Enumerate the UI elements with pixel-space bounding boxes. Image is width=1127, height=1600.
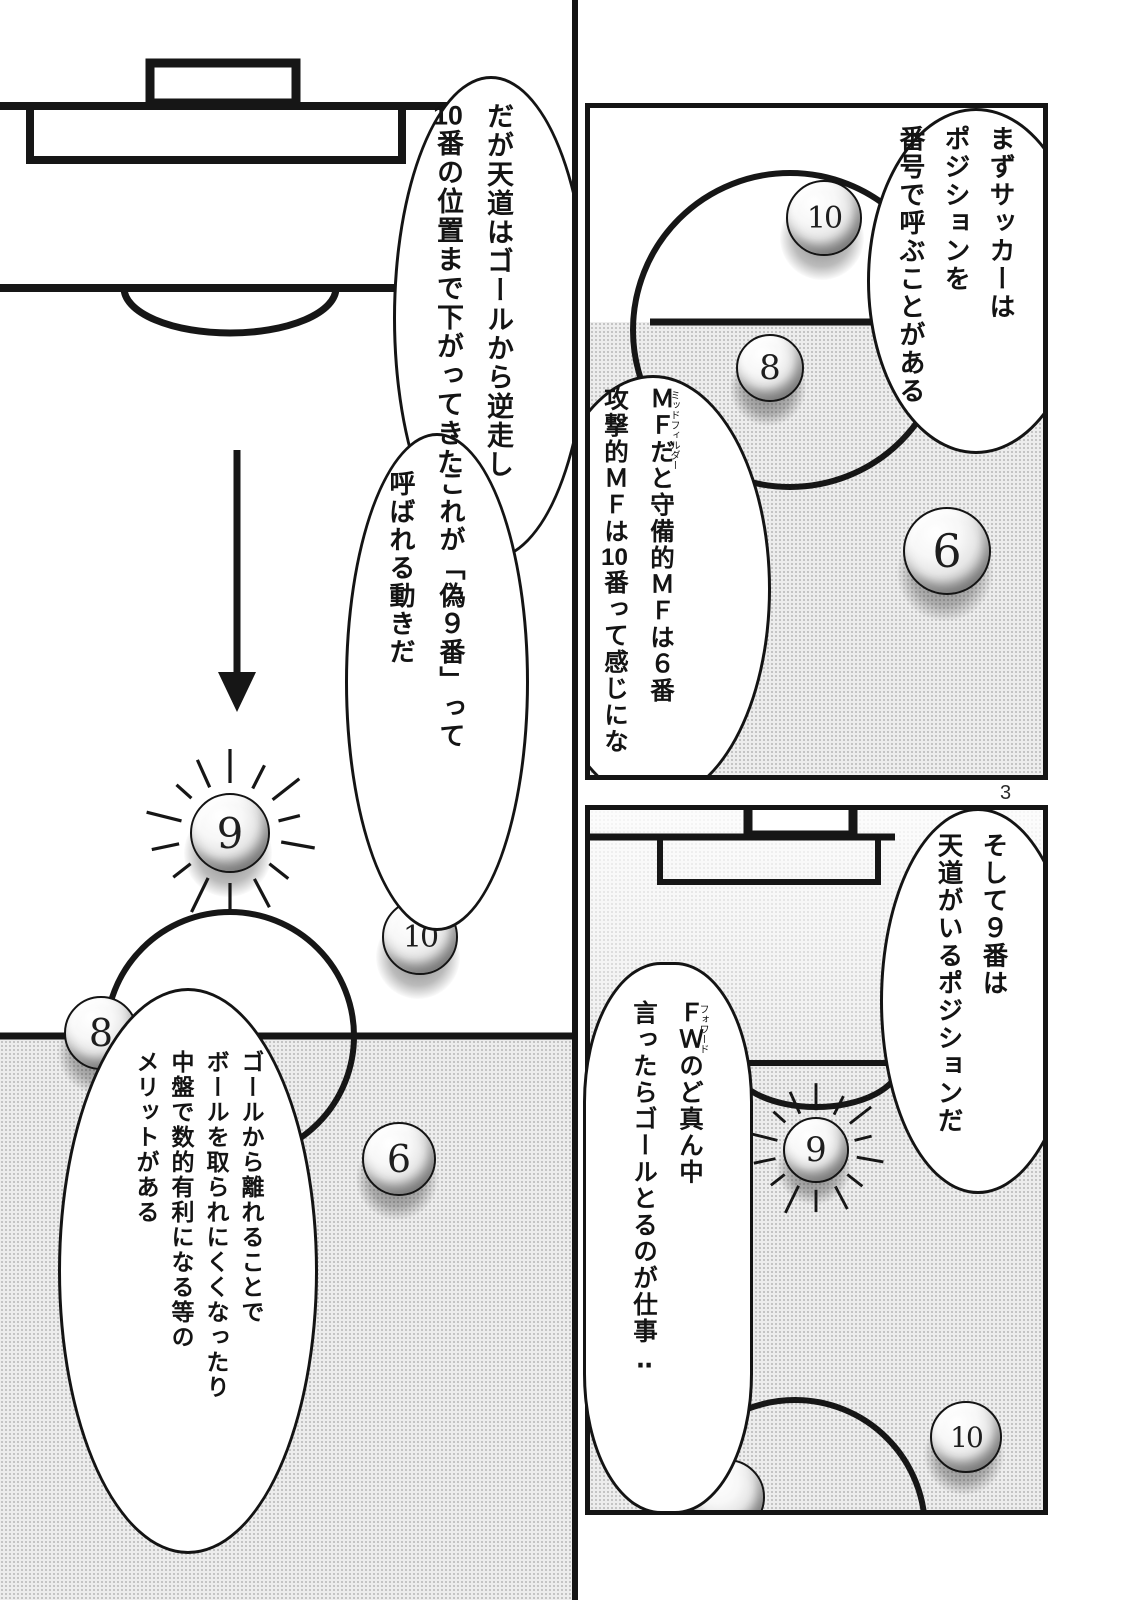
- soccer-field-diagram: [0, 58, 572, 1163]
- ball-number: 10: [950, 1420, 984, 1454]
- speech-text: そして９番は 天道がいるポジションだ: [915, 832, 1015, 1192]
- player-ball-8: 8: [736, 334, 804, 402]
- vertical-text-column: そして９番は: [979, 832, 1007, 997]
- vertical-text-column: 中盤で数的有利になる等の: [168, 1050, 194, 1350]
- goal-icon: [743, 810, 858, 840]
- ball-number: 6: [932, 524, 962, 578]
- vertical-text-column: 天道がいるポジションだ: [934, 832, 962, 1135]
- panel-left: 9 10 8 6 だが天道はゴールから逆走し 10番の位置まで下がってきた これ…: [0, 58, 572, 1600]
- vertical-text-column: ゴールから離れることで: [238, 1050, 264, 1325]
- speech-text: ＭＦだと守備的ＭＦは６番ミッドフィルダー 攻撃的ＭＦは10番って感じにな: [590, 386, 683, 761]
- vertical-text-column: 呼ばれる動きだ: [386, 470, 416, 666]
- vertical-text-column: ＭＦだと守備的ＭＦは６番ミッドフィルダー: [637, 386, 683, 761]
- speech-text: ゴールから離れることで ボールを取られにくくなったり 中盤で数的有利になる等の …: [100, 1050, 268, 1530]
- ball-number: 9: [805, 1130, 827, 1170]
- vertical-text-column: 10番の位置まで下がってきた: [433, 102, 463, 477]
- center-circle: [663, 1397, 927, 1510]
- vertical-text-column: 攻撃的ＭＦは10番って感じにな: [601, 386, 628, 755]
- speech-bubble: [58, 988, 318, 1554]
- vertical-text-column: だが天道はゴールから逆走し: [483, 102, 513, 479]
- down-arrow-head-icon: [218, 672, 256, 712]
- ball-number: 10: [806, 200, 843, 236]
- tatechuyoko-number: 10: [433, 102, 463, 129]
- goal-icon: [145, 58, 301, 108]
- sparkle-rays-icon: [749, 1083, 884, 1214]
- goal-area-box: [26, 102, 406, 164]
- goal-area-box: [657, 834, 881, 885]
- speech-bubble: [345, 433, 529, 931]
- vertical-text-column: ボールを取られにくくなったり: [203, 1050, 229, 1400]
- vertical-text-column: ＦＷのど真ん中フォワード: [666, 1000, 712, 1470]
- vertical-text-column: ポジションを: [941, 125, 971, 293]
- page-number: 3: [1000, 782, 1012, 804]
- vertical-text-column: メリットがある: [133, 1050, 159, 1225]
- panel-top-right: 10 8 6 まずサッカーは ポジションを 番号で呼ぶことがある ＭＦだと守備的…: [585, 103, 1048, 780]
- panel-divider-line: [572, 0, 578, 1600]
- furigana-label: フォワード: [697, 1004, 708, 1054]
- player-ball-6: 6: [903, 507, 991, 595]
- tatechuyoko-number: 10: [601, 545, 628, 570]
- ball-number: 9: [216, 808, 244, 858]
- player-ball-6: 6: [362, 1122, 436, 1196]
- furigana-label: ミッドフィルダー: [668, 390, 679, 470]
- ball-number: 8: [759, 348, 781, 388]
- vertical-text-column: まずサッカーは: [986, 125, 1016, 321]
- penalty-arc: [120, 287, 340, 337]
- player-ball-10: 10: [930, 1401, 1002, 1473]
- vertical-text-column: 番号で呼ぶことがある: [896, 125, 926, 405]
- speech-text: まずサッカーは ポジションを 番号で呼ぶことがある: [893, 125, 1023, 465]
- panel-bottom-right: 9 10 そして９番は 天道がいるポジションだ: [585, 805, 1048, 1515]
- speech-text: これが「偽９番」って 呼ばれる動きだ: [372, 470, 476, 900]
- vertical-text-column: これが「偽９番」って: [436, 470, 466, 750]
- speech-bubble: [583, 962, 753, 1514]
- speech-text: だが天道はゴールから逆走し 10番の位置まで下がってきた: [375, 102, 523, 562]
- player-ball-9: 9: [190, 793, 270, 873]
- player-ball-9: 9: [783, 1117, 849, 1183]
- player-ball-10: 10: [786, 180, 862, 256]
- vertical-text-column: 言ったらゴールとるのが仕事‥: [630, 1000, 657, 1376]
- ball-number: 6: [386, 1137, 412, 1181]
- soccer-field-diagram: [590, 810, 927, 1510]
- speech-text: ＦＷのど真ん中フォワード 言ったらゴールとるのが仕事‥: [612, 1000, 712, 1470]
